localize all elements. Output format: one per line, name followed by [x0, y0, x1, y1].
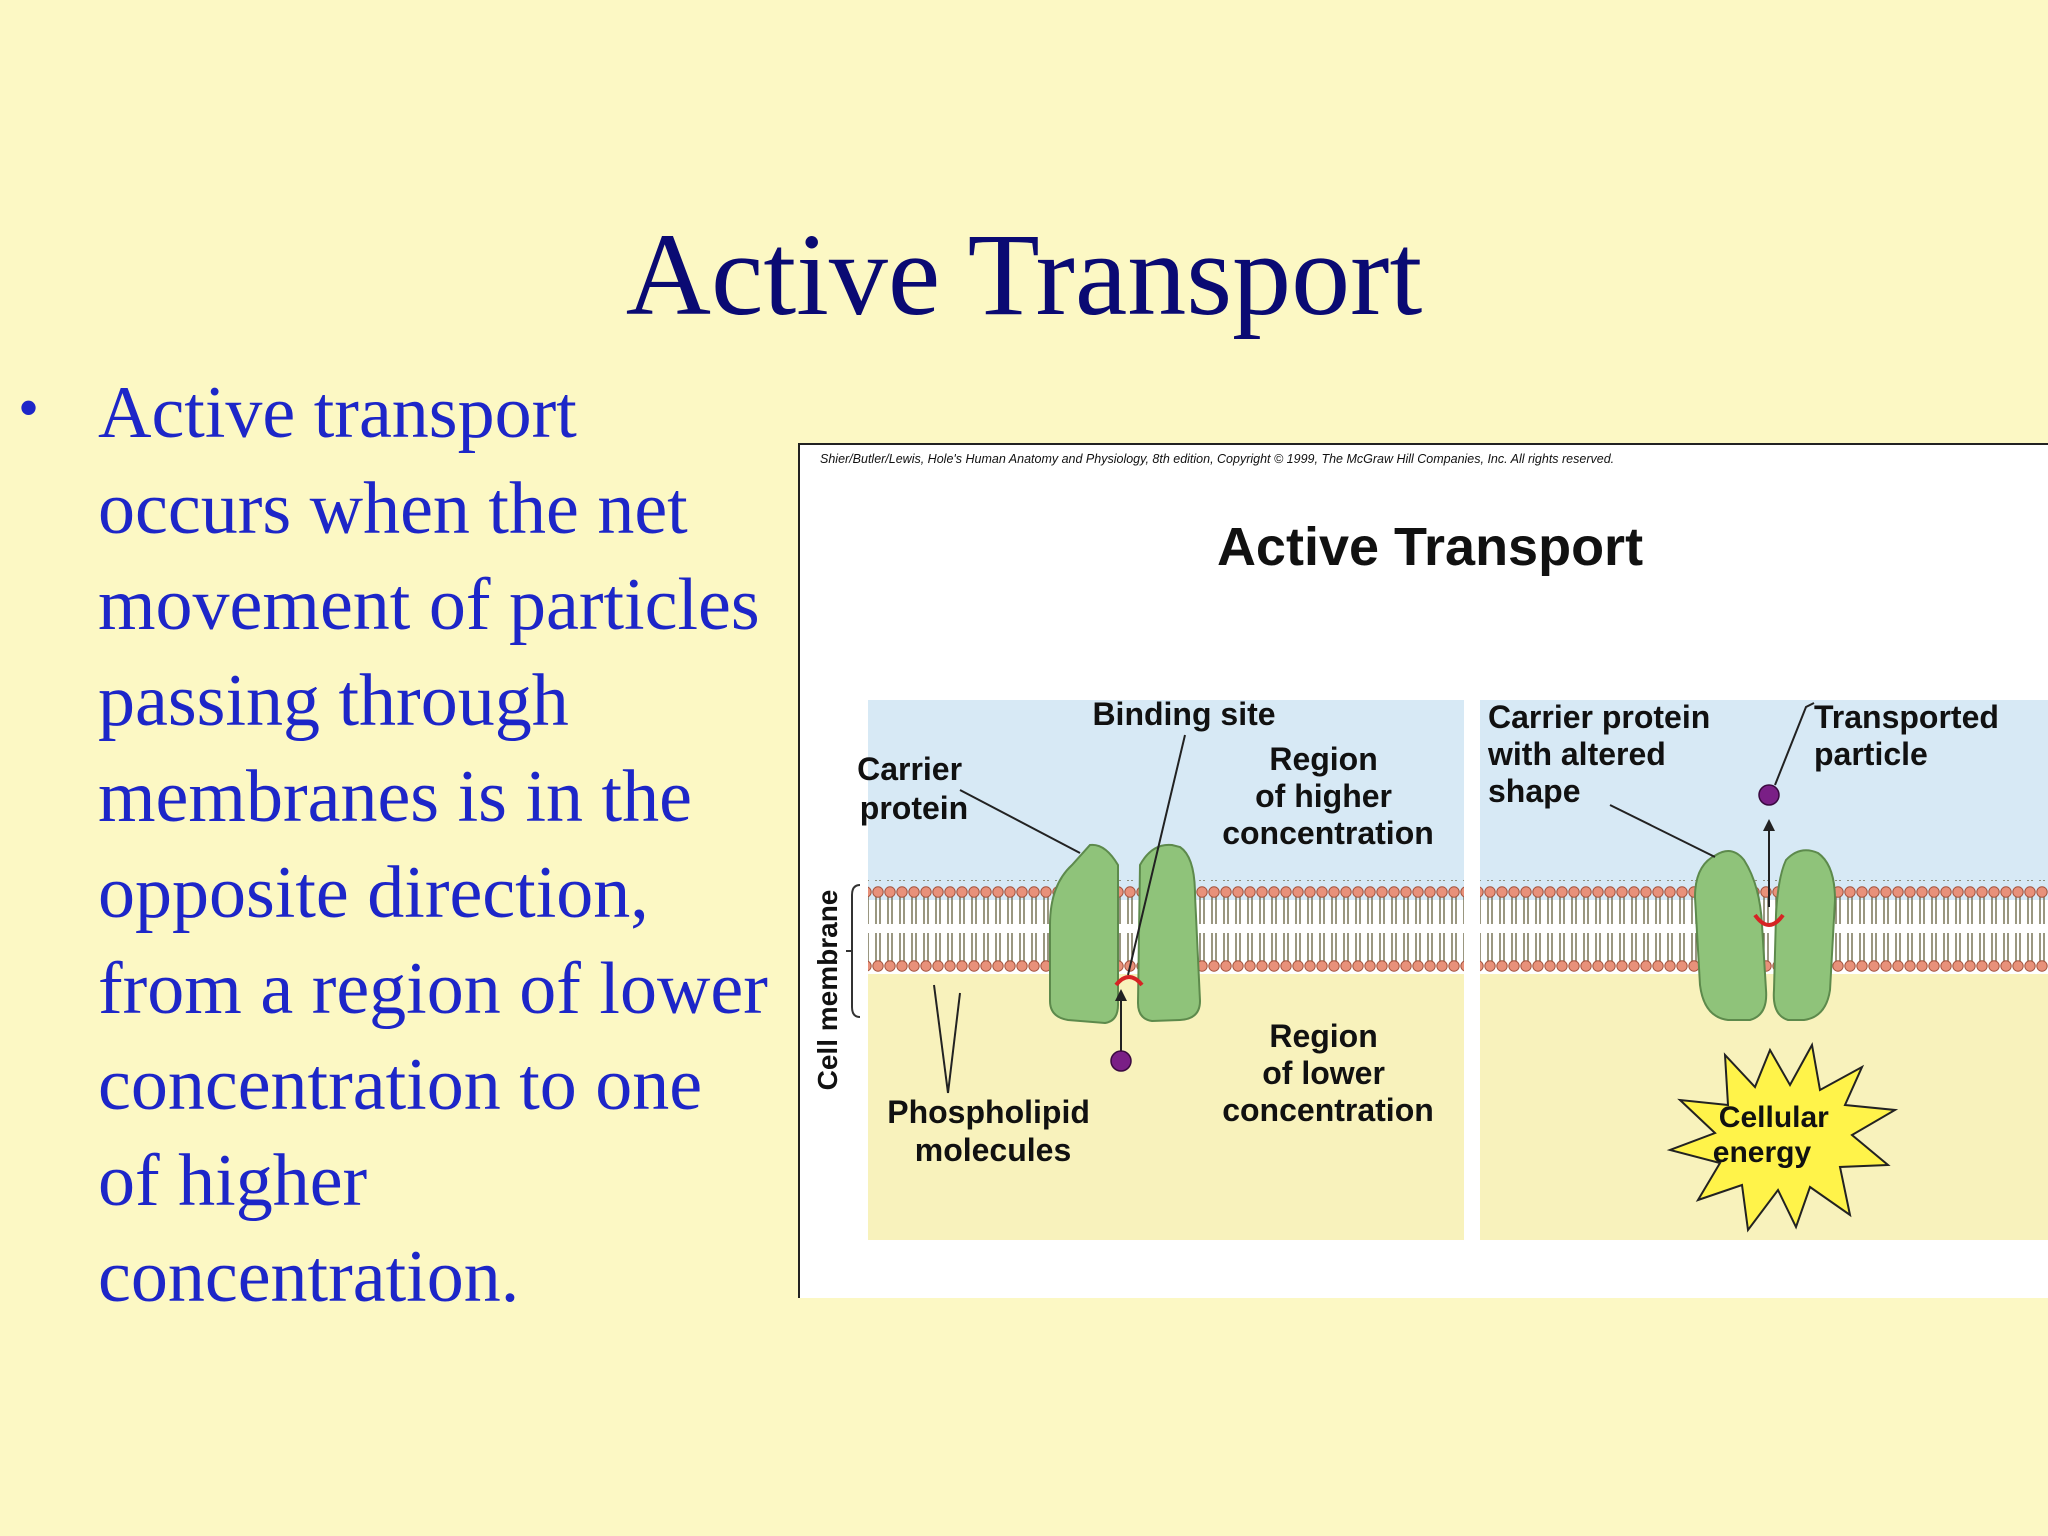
binding-site-leader: [1127, 734, 1186, 976]
left-particle: [1110, 1050, 1132, 1072]
right-membrane-mid: [1480, 924, 2048, 930]
right-panel: Cellular energy Carrier protein with alt…: [1480, 699, 2048, 1240]
right-particle-arrowhead: [1763, 819, 1775, 831]
carrier-protein-right-lobe: [1136, 843, 1202, 1023]
carrier-altered-label: Carrier protein with altered shape: [1487, 699, 1719, 809]
carrier-altered-line3: shape: [1488, 773, 1580, 809]
binding-site-icon: [1114, 975, 1144, 987]
cellular-energy-line2: energy: [1713, 1136, 1812, 1169]
phospholipid-leader-b: [947, 992, 961, 1094]
bullet-text: Active transport occurs when the net mov…: [98, 372, 768, 1318]
phospholipid-line2: molecules: [915, 1132, 1072, 1168]
cellular-energy-line1: Cellular: [1719, 1101, 1829, 1134]
carrier-protein-label-line1: Carrier: [857, 751, 962, 787]
region-higher-label: Region of higher concentration: [1222, 741, 1434, 851]
active-transport-figure: Shier/Butler/Lewis, Hole's Human Anatomy…: [798, 443, 2048, 1298]
phospholipid-line1: Phospholipid: [887, 1094, 1090, 1130]
cell-membrane-label: Cell membrane: [812, 890, 843, 1091]
region-lower-label: Region of lower concentration: [1222, 1018, 1434, 1128]
particle-arrowhead: [1115, 989, 1127, 1001]
transported-particle-leader: [1774, 702, 1815, 786]
transported-particle-line2: particle: [1814, 736, 1928, 772]
transported-particle: [1758, 784, 1780, 806]
region-lower-line1: Region: [1269, 1018, 1377, 1054]
transported-particle-line1: Transported: [1814, 699, 1999, 735]
region-lower-line2: of lower: [1262, 1055, 1385, 1091]
region-higher-line3: concentration: [1222, 815, 1434, 851]
region-higher-line1: Region: [1269, 741, 1377, 777]
phospholipid-label: Phospholipid molecules: [887, 1094, 1099, 1168]
altered-protein-left-lobe: [1693, 850, 1768, 1021]
transported-particle-label: Transported particle: [1814, 699, 2008, 772]
binding-site-label: Binding site: [1092, 696, 1275, 732]
region-higher-line2: of higher: [1255, 778, 1392, 814]
membrane-bracket: [851, 884, 861, 1018]
carrier-protein-label: Carrier protein: [857, 751, 971, 826]
figure-credit: Shier/Butler/Lewis, Hole's Human Anatomy…: [820, 452, 1614, 466]
carrier-protein-label-line2: protein: [860, 790, 968, 826]
altered-binding-site-icon: [1753, 913, 1785, 927]
right-membrane-top-layer: [1480, 880, 2048, 924]
carrier-altered-leader: [1609, 804, 1716, 858]
slide-title: Active Transport: [625, 209, 1423, 340]
altered-protein-right-lobe: [1772, 849, 1837, 1021]
figure-title: Active Transport: [1217, 517, 1643, 577]
figure-svg: Shier/Butler/Lewis, Hole's Human Anatomy…: [812, 452, 2048, 1240]
region-lower-line3: concentration: [1222, 1092, 1434, 1128]
carrier-protein-left-lobe: [1049, 843, 1119, 1025]
phospholipid-leader-a: [933, 984, 949, 1094]
cellular-energy-star: [1666, 1042, 1899, 1233]
carrier-altered-line2: with altered: [1487, 736, 1666, 772]
bullet-marker: •: [18, 375, 40, 441]
carrier-altered-line1: Carrier protein: [1488, 699, 1710, 735]
carrier-protein-leader: [959, 789, 1081, 854]
cellular-energy-label: Cellular energy: [1713, 1101, 1837, 1169]
left-panel: Binding site Carrier protein Region of h…: [857, 696, 1464, 1240]
left-lower-region: [868, 1000, 1464, 1240]
